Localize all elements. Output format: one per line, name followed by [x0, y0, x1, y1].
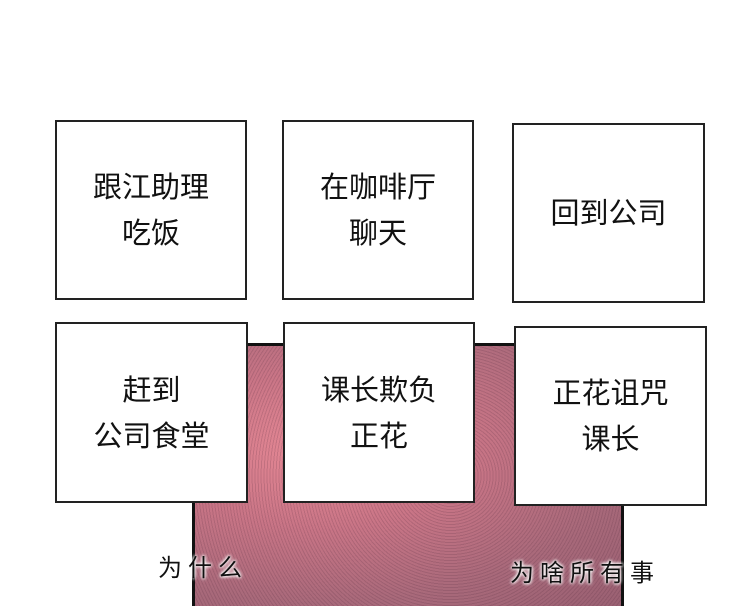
caption-box-4: 赶到 公司食堂 [55, 322, 248, 503]
caption-text: 在咖啡厅 聊天 [319, 170, 436, 250]
caption-text: 赶到 公司食堂 [93, 372, 210, 453]
caption-box-5: 课长欺负 正花 [283, 322, 475, 503]
caption-box-3: 回到公司 [512, 123, 705, 303]
caption-text: 跟江助理 吃饭 [92, 170, 209, 250]
handwritten-caption-left: 为什么 [158, 554, 248, 582]
handwritten-caption-right: 为啥所有事 [510, 559, 660, 587]
caption-text: 正花诅咒 课长 [552, 376, 669, 456]
caption-box-6: 正花诅咒 课长 [514, 326, 707, 506]
caption-box-2: 在咖啡厅 聊天 [282, 120, 474, 300]
caption-text: 课长欺负 正花 [320, 372, 437, 453]
caption-box-1: 跟江助理 吃饭 [55, 120, 247, 300]
caption-text: 回到公司 [550, 196, 667, 230]
